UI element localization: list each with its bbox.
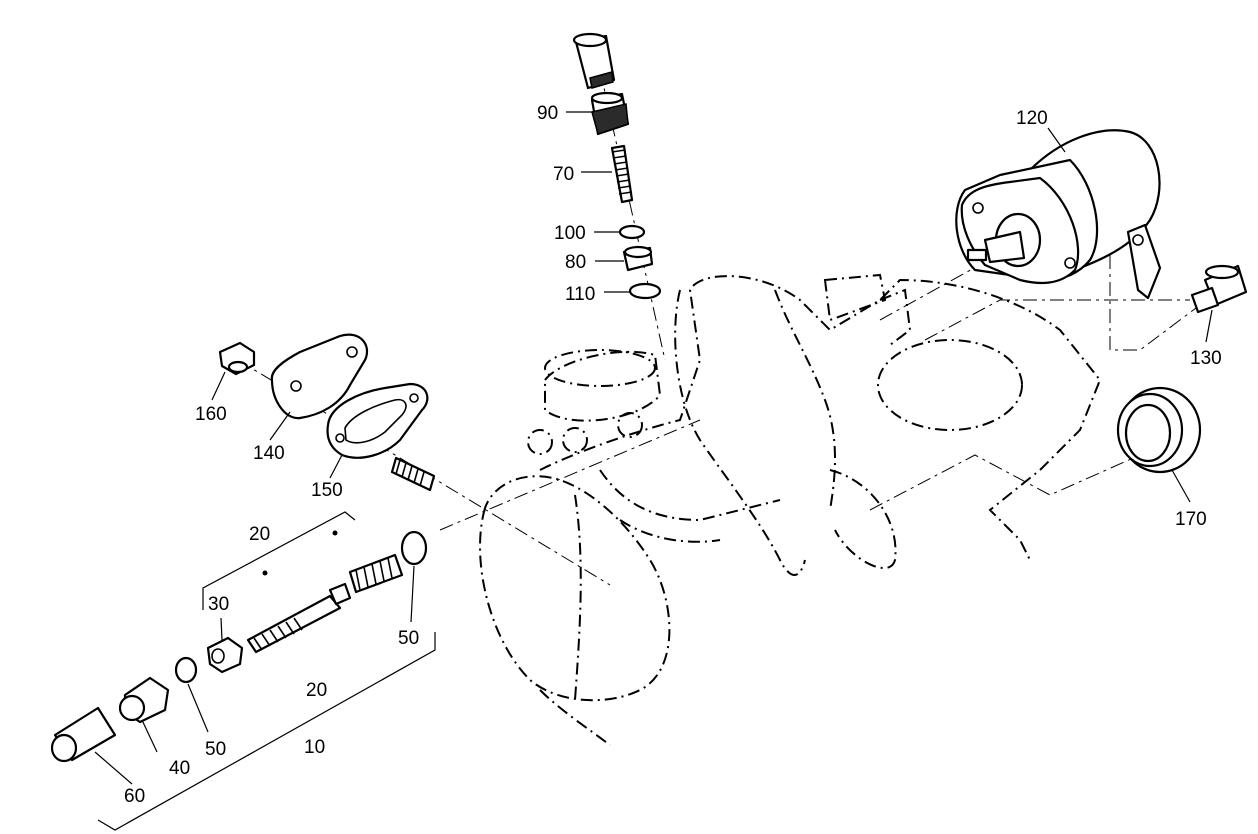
callout-160: 160: [195, 404, 227, 425]
callout-30: 30: [208, 594, 229, 615]
bolt-130-part: [1190, 264, 1248, 314]
callout-10: 10: [304, 737, 325, 758]
cover-plate-140-part: [270, 333, 368, 420]
callout-90: 90: [537, 103, 558, 124]
callout-130: 130: [1190, 348, 1222, 369]
gasket-150-part: [326, 382, 429, 459]
callout-80: 80: [565, 252, 586, 273]
group-brackets: [97, 511, 436, 831]
washer-50-left-part: [174, 656, 198, 684]
callout-70: 70: [553, 164, 574, 185]
callout-labels: 90 70 100 80 110 120 130 170 160 140 150…: [124, 103, 1222, 807]
reference-dot: [262, 570, 268, 576]
washer-110-part: [628, 282, 662, 300]
nut-80-part: [622, 245, 654, 272]
callout-50-right: 50: [398, 628, 419, 649]
solenoid-120-part: [955, 129, 1162, 300]
washer-100-part: [618, 224, 646, 240]
reference-dot: [332, 530, 338, 536]
nut-40-part: [118, 676, 170, 724]
leader-lines: [94, 111, 1213, 785]
nut-160-part: [218, 341, 256, 376]
callout-120: 120: [1016, 108, 1048, 129]
callout-20-top: 20: [249, 524, 270, 545]
pump-housing-phantom: [479, 273, 1102, 746]
callout-170: 170: [1175, 509, 1207, 530]
callout-50-left: 50: [205, 739, 226, 760]
washer-50-right-part: [400, 530, 428, 566]
callout-100: 100: [554, 223, 586, 244]
callout-110: 110: [565, 284, 595, 305]
sleeve-60-part: [50, 706, 117, 763]
callout-20-mid: 20: [306, 680, 327, 701]
spring-20-part: [348, 553, 404, 594]
cap-sleeve-part: [572, 32, 616, 90]
plunger-20-part: [246, 582, 352, 654]
nut-30-part: [206, 636, 244, 674]
stud-70-part: [610, 144, 634, 204]
callout-140: 140: [253, 443, 285, 464]
seal-170-part: [1116, 386, 1202, 474]
nut-90-part: [590, 91, 630, 136]
callout-150: 150: [311, 480, 343, 501]
threaded-stud-part: [390, 456, 436, 492]
callout-40: 40: [169, 758, 190, 779]
callout-60: 60: [124, 786, 145, 807]
